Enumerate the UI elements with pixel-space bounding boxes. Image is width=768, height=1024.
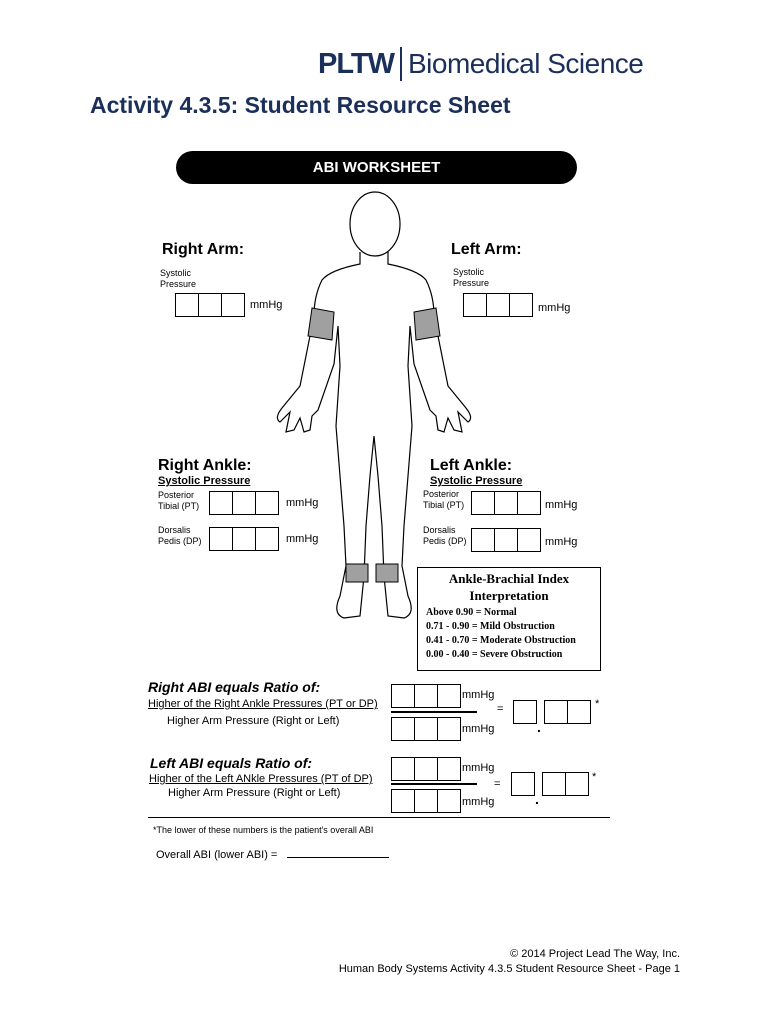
left-abi-result-decimal-input[interactable] <box>542 772 589 796</box>
right-arm-unit: mmHg <box>250 299 283 311</box>
overall-abi-footnote: *The lower of these numbers is the patie… <box>153 825 374 835</box>
right-abi-denominator-label: Higher Arm Pressure (Right or Left) <box>167 715 340 727</box>
right-arm-pressure-input[interactable] <box>175 293 245 317</box>
interpretation-row: Above 0.90 = Normal <box>426 607 517 618</box>
interpretation-row: 0.71 - 0.90 = Mild Obstruction <box>426 621 555 632</box>
left-ankle-pt-input[interactable] <box>471 491 541 515</box>
right-ankle-dp-label: Dorsalis Pedis (DP) <box>158 525 202 546</box>
left-ankle-subtitle: Systolic Pressure <box>430 475 523 487</box>
section-divider <box>148 817 610 818</box>
right-abi-numerator-label: Higher of the Right Ankle Pressures (PT … <box>148 698 378 710</box>
right-abi-numerator-unit: mmHg <box>462 689 495 701</box>
right-arm-systolic-label: Systolic Pressure <box>160 268 197 289</box>
left-arm-unit: mmHg <box>538 302 571 314</box>
interpretation-row: 0.00 - 0.40 = Severe Obstruction <box>426 649 563 660</box>
left-ankle-dp-unit: mmHg <box>545 536 578 548</box>
right-ankle-dp-input[interactable] <box>209 527 279 551</box>
right-abi-fraction-bar <box>391 711 477 713</box>
left-abi-decimal-point: . <box>535 791 539 807</box>
logo-pltw-text: PLTW <box>318 47 395 80</box>
right-ankle-pt-unit: mmHg <box>286 497 319 509</box>
left-abi-equals: = <box>494 778 501 790</box>
left-ankle-title: Left Ankle: <box>430 457 513 474</box>
right-abi-result-decimal-input[interactable] <box>544 700 591 724</box>
left-abi-numerator-input[interactable] <box>391 757 461 781</box>
right-abi-denominator-input[interactable] <box>391 717 461 741</box>
interpretation-row: 0.41 - 0.70 = Moderate Obstruction <box>426 635 576 646</box>
pltw-logo: PLTW Biomedical Science <box>318 44 644 84</box>
body-outline-figure <box>276 191 472 619</box>
left-ankle-dp-label: Dorsalis Pedis (DP) <box>423 525 467 546</box>
left-abi-title: Left ABI equals Ratio of: <box>150 755 313 771</box>
right-abi-asterisk: * <box>595 698 600 710</box>
interpretation-title: Ankle-Brachial Index Interpretation <box>448 571 570 603</box>
left-arm-title: Left Arm: <box>451 241 522 258</box>
left-abi-numerator-label: Higher of the Left ANkle Pressures (PT o… <box>149 773 373 785</box>
left-abi-asterisk: * <box>592 771 597 783</box>
right-arm-title: Right Arm: <box>162 241 245 258</box>
right-abi-equals: = <box>497 703 504 715</box>
left-ankle-pt-label: Posterior Tibial (PT) <box>423 489 465 510</box>
right-ankle-pt-input[interactable] <box>209 491 279 515</box>
right-ankle-title: Right Ankle: <box>158 457 252 474</box>
page-info-text: Human Body Systems Activity 4.3.5 Studen… <box>338 963 680 975</box>
left-abi-result-whole-input[interactable] <box>511 772 535 796</box>
left-ankle-dp-input[interactable] <box>471 528 541 552</box>
copyright-text: © 2014 Project Lead The Way, Inc. <box>510 948 680 960</box>
left-ankle-pt-unit: mmHg <box>545 499 578 511</box>
logo-subtitle: Biomedical Science <box>408 48 644 79</box>
logo-divider <box>400 47 402 81</box>
right-abi-decimal-point: . <box>537 719 541 735</box>
right-abi-denominator-unit: mmHg <box>462 723 495 735</box>
overall-abi-label: Overall ABI (lower ABI) = <box>156 849 278 861</box>
worksheet-banner: ABI WORKSHEET <box>176 151 577 184</box>
left-arm-pressure-input[interactable] <box>463 293 533 317</box>
left-abi-denominator-input[interactable] <box>391 789 461 813</box>
left-abi-fraction-bar <box>391 783 477 785</box>
overall-abi-input-line[interactable] <box>287 857 389 858</box>
abi-interpretation-box: Ankle-Brachial Index Interpretation Abov… <box>417 567 601 671</box>
right-abi-result-whole-input[interactable] <box>513 700 537 724</box>
left-abi-denominator-unit: mmHg <box>462 796 495 808</box>
left-abi-denominator-label: Higher Arm Pressure (Right or Left) <box>168 787 341 799</box>
right-ankle-dp-unit: mmHg <box>286 533 319 545</box>
right-ankle-pt-label: Posterior Tibial (PT) <box>158 490 200 511</box>
left-arm-systolic-label: Systolic Pressure <box>453 267 490 288</box>
right-ankle-subtitle: Systolic Pressure <box>158 475 251 487</box>
right-abi-numerator-input[interactable] <box>391 684 461 708</box>
left-abi-numerator-unit: mmHg <box>462 762 495 774</box>
right-abi-title: Right ABI equals Ratio of: <box>148 679 321 695</box>
activity-title: Activity 4.3.5: Student Resource Sheet <box>90 92 511 118</box>
